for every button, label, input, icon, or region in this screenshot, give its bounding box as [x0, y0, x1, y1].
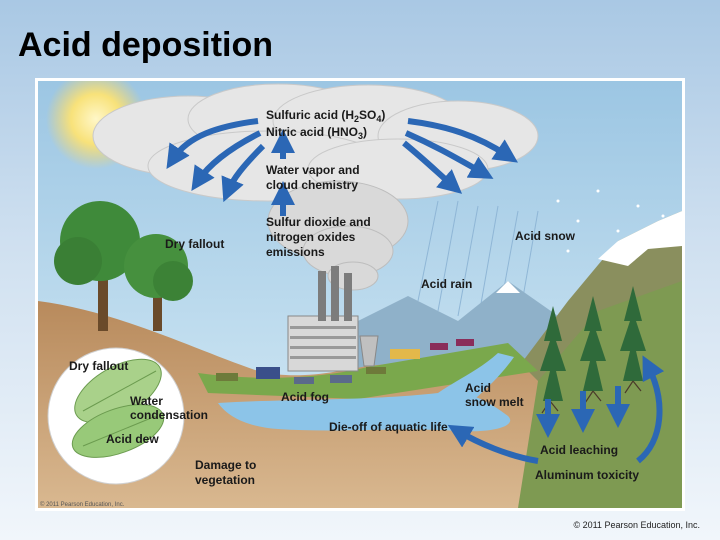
deciduous-trees: [54, 201, 193, 331]
label-aluminum-toxicity: Aluminum toxicity: [535, 468, 639, 482]
label-acid-snow-melt-2: snow melt: [465, 395, 524, 409]
slide-copyright: © 2011 Pearson Education, Inc.: [573, 520, 700, 530]
label-acid-leaching: Acid leaching: [540, 443, 618, 457]
traffic: [216, 339, 474, 384]
acid-deposition-diagram: Sulfuric acid (H2SO4) Nitric acid (HNO3)…: [35, 78, 685, 511]
label-emissions-2: nitrogen oxides: [266, 230, 356, 244]
arrow-cloud-right-2: [404, 130, 494, 179]
label-acid-rain: Acid rain: [421, 277, 472, 291]
label-water-condensation-2: condensation: [130, 408, 208, 422]
smoke-plume: [267, 180, 409, 291]
slide-title: Acid deposition: [18, 26, 273, 64]
arrow-cloud-left-1: [166, 118, 259, 170]
figure-copyright: © 2011 Pearson Education, Inc.: [40, 502, 125, 508]
label-acid-snow-melt-1: Acid: [465, 381, 491, 395]
far-peak-snow: [496, 281, 520, 293]
arrow-cloud-left-3: [221, 143, 266, 203]
arrow-cloud-right-3: [402, 140, 463, 194]
conifer-trees: [540, 286, 646, 401]
label-sulfuric-acid: Sulfuric acid (H2SO4): [266, 108, 385, 124]
label-water-vapor-1: Water vapor and: [266, 163, 360, 177]
flow-arrows: [166, 118, 665, 464]
arrow-cloud-right-1: [407, 118, 518, 163]
arrow-toxicity-loop: [636, 355, 665, 464]
label-nitric-acid: Nitric acid (HNO3): [266, 125, 367, 141]
label-dry-fallout-leaf: Dry fallout: [69, 359, 128, 373]
leaf-inset: [47, 347, 185, 485]
label-acid-fog: Acid fog: [281, 390, 329, 404]
arrow-to-lake: [447, 424, 539, 464]
label-acid-snow: Acid snow: [515, 229, 576, 243]
label-damage-2: vegetation: [195, 473, 255, 487]
label-die-off: Die-off of aquatic life: [329, 420, 448, 434]
label-emissions-1: Sulfur dioxide and: [266, 215, 371, 229]
power-plant: [287, 266, 379, 372]
stream: [438, 353, 514, 403]
label-water-condensation-1: Water: [130, 394, 163, 408]
label-dry-fallout-tree: Dry fallout: [165, 237, 224, 251]
lake: [218, 392, 511, 432]
label-damage-1: Damage to: [195, 458, 256, 472]
diagram-illustration: Sulfuric acid (H2SO4) Nitric acid (HNO3)…: [38, 81, 682, 508]
mountain-snowcap: [598, 211, 682, 266]
arrow-cloud-left-2: [191, 130, 262, 191]
label-water-vapor-2: cloud chemistry: [266, 178, 358, 192]
label-acid-dew: Acid dew: [106, 432, 159, 446]
label-emissions-3: emissions: [266, 245, 325, 259]
